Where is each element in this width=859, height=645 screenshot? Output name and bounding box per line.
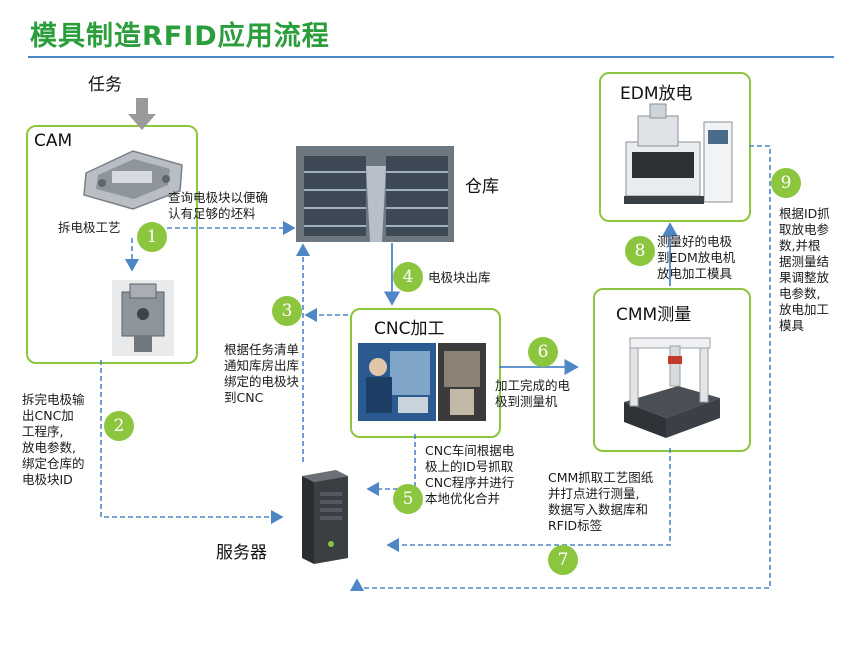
electrode-image: [112, 280, 174, 356]
step-badge-2: 2: [104, 411, 134, 441]
step-badge-9: 9: [771, 168, 801, 198]
cam-process-label: 拆电极工艺: [58, 220, 121, 235]
step8-text: 测量好的电极 到EDM放电机 放电加工模具: [657, 234, 736, 281]
cnc-heading: CNC加工: [374, 319, 445, 339]
task-label: 任务: [88, 75, 122, 95]
edm-machine-image: [624, 103, 733, 204]
mold-part-image: [83, 150, 183, 210]
server-image: [302, 470, 348, 564]
step7-text: CMM抓取工艺图纸 并打点进行测量, 数据写入数据库和 RFID标签: [548, 470, 654, 533]
step-badge-6: 6: [528, 337, 558, 367]
step-badge-3: 3: [272, 296, 302, 326]
step4-text: 电极块出库: [428, 270, 491, 285]
edm-heading: EDM放电: [620, 84, 693, 104]
step-badge-4: 4: [393, 262, 423, 292]
step9-text: 根据ID抓 取放电参 数,并根 据测量结 果调整放 电参数, 放电加工 模具: [779, 206, 830, 333]
step1-query-text: 查询电极块以便确 认有足够的坯料: [168, 190, 269, 221]
cnc-operator-image: [358, 343, 436, 421]
warehouse-heading: 仓库: [465, 177, 499, 197]
step-badge-7: 7: [548, 545, 578, 575]
page-title: 模具制造RFID应用流程: [30, 21, 330, 52]
title-divider: [28, 56, 834, 58]
step2-text: 拆完电极输 出CNC加 工程序, 放电参数, 绑定仓库的 电极块ID: [22, 392, 85, 487]
step3-text: 根据任务清单 通知库房出库 绑定的电极块 到CNC: [224, 342, 300, 405]
cnc-machine-image: [438, 343, 486, 421]
cam-heading: CAM: [34, 131, 73, 151]
server-heading: 服务器: [216, 543, 267, 563]
cmm-machine-image: [624, 337, 720, 438]
step-badge-1: 1: [137, 222, 167, 252]
step6-text: 加工完成的电 极到测量机: [495, 378, 571, 409]
warehouse-image: [296, 146, 454, 242]
step5-text: CNC车间根据电 极上的ID号抓取 CNC程序并进行 本地优化合并: [425, 443, 515, 506]
step-badge-5: 5: [393, 484, 423, 514]
step-badge-8: 8: [625, 236, 655, 266]
cmm-heading: CMM测量: [616, 305, 692, 325]
